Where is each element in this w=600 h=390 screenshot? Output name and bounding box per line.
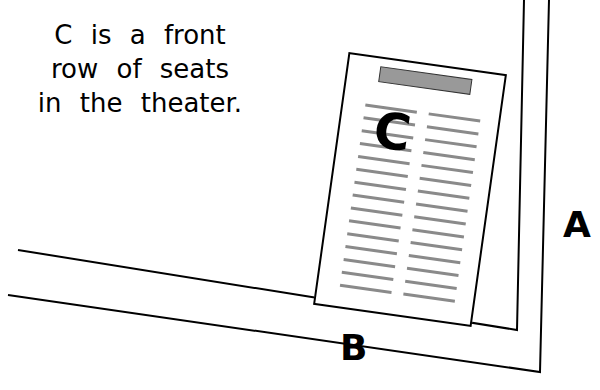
seat-row-line	[344, 259, 395, 266]
seat-row-line	[345, 247, 396, 254]
seat-row-line	[407, 268, 458, 275]
seat-row-line	[349, 221, 400, 228]
seat-row-line	[429, 114, 480, 121]
inner-wall-line	[18, 0, 524, 330]
seat-chart-box: C	[313, 52, 507, 327]
seat-row-line	[354, 182, 405, 189]
seat-row-line	[412, 230, 463, 237]
seat-row-line	[340, 285, 391, 292]
seat-row-line	[411, 243, 462, 250]
seat-row-line	[342, 272, 393, 279]
row-letter: C	[371, 105, 414, 160]
seat-row-line	[403, 294, 454, 301]
seat-row-line	[353, 195, 404, 202]
outer-wall-line	[8, 0, 549, 372]
seat-row-line	[421, 165, 472, 172]
stage-bar	[379, 67, 472, 95]
seat-row-line	[409, 255, 460, 262]
seat-row-line	[347, 234, 398, 241]
seat-row-line	[423, 152, 474, 159]
seat-row-line	[420, 178, 471, 185]
wall-label: A	[563, 207, 591, 243]
wall-label: B	[340, 330, 367, 366]
seat-row-line	[356, 169, 407, 176]
seat-row-line	[427, 127, 478, 134]
seat-row-line	[405, 281, 456, 288]
seat-row-line	[416, 204, 467, 211]
seat-row-line	[414, 217, 465, 224]
seat-rows	[315, 54, 504, 324]
seat-row-line	[351, 208, 402, 215]
seat-row-line	[418, 191, 469, 198]
seat-row-line	[425, 140, 476, 147]
note-text: C is a front row of seats in the theater…	[34, 18, 246, 120]
